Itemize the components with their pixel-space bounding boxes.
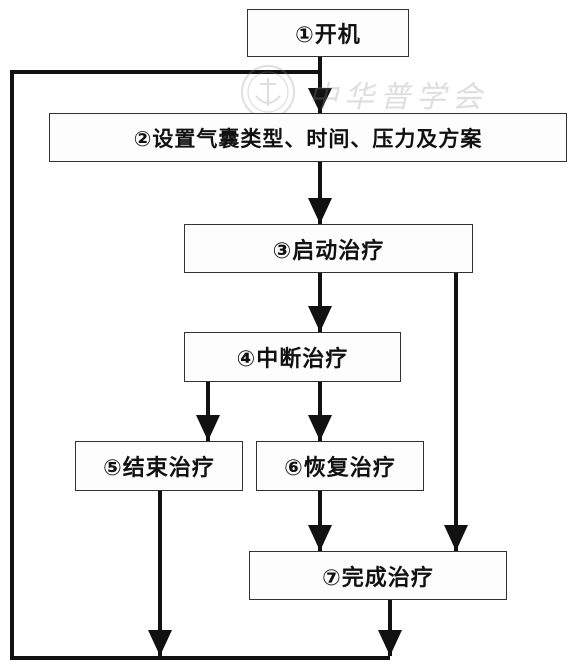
step-begin-node: ③启动治疗 [184, 224, 473, 273]
step-complete-label: ⑦完成治疗 [322, 565, 434, 591]
arrowhead-end [196, 415, 220, 441]
arrowhead-complete-left [308, 525, 332, 551]
loop-return-line [10, 57, 390, 660]
step-start-node: ①开机 [247, 9, 409, 57]
step-end-label: ⑤结束治疗 [103, 456, 215, 481]
step-interrupt-label: ④中断治疗 [236, 347, 349, 372]
step-begin-label: ③启动治疗 [272, 238, 385, 264]
step-end-node: ⑤结束治疗 [75, 441, 243, 491]
arrowhead-settings [308, 88, 332, 113]
arrowhead-resume [308, 415, 332, 441]
step-resume-node: ⑥恢复治疗 [256, 441, 424, 491]
arrowhead-begin [308, 198, 332, 224]
arrowhead-complete-bottom [378, 630, 402, 656]
step-interrupt-node: ④中断治疗 [184, 332, 401, 382]
step-settings-label: ②设置气囊类型、时间、压力及方案 [133, 126, 483, 151]
arrowhead-complete-right [444, 525, 468, 551]
step-resume-label: ⑥恢复治疗 [284, 456, 396, 481]
step-settings-node: ②设置气囊类型、时间、压力及方案 [49, 113, 567, 162]
step-complete-node: ⑦完成治疗 [249, 551, 507, 600]
arrowhead-interrupt [308, 306, 332, 332]
arrowhead-end-bottom [148, 630, 172, 656]
step-start-label: ①开机 [295, 23, 361, 48]
